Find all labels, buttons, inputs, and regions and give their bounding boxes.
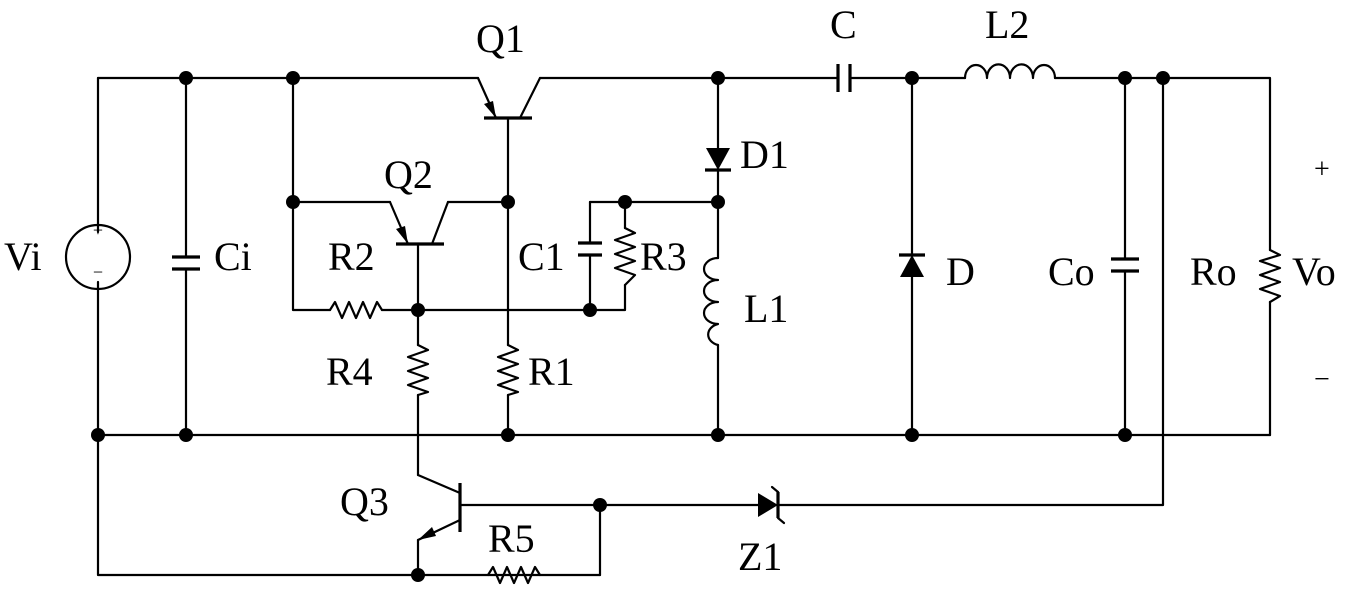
label-l2: L2 [985, 2, 1029, 47]
source-minus-sign: − [93, 262, 103, 282]
label-q3: Q3 [340, 479, 389, 524]
voltage-source-vi: + − [66, 220, 130, 289]
label-d: D [946, 249, 975, 294]
label-z1: Z1 [738, 534, 782, 579]
resistor-ro [1260, 250, 1280, 302]
diode-d [899, 255, 925, 277]
inductor-l1 [704, 258, 718, 345]
label-q2: Q2 [384, 152, 433, 197]
resistor-r2 [330, 302, 382, 318]
label-q1: Q1 [476, 16, 525, 61]
label-r4: R4 [326, 349, 373, 394]
resistor-r4 [408, 345, 428, 395]
resistor-r3 [615, 228, 635, 285]
transistor-q2 [390, 202, 448, 244]
label-co: Co [1048, 249, 1095, 294]
wires [98, 78, 1270, 575]
label-c: C [830, 2, 857, 47]
label-d1: D1 [740, 132, 789, 177]
source-plus-sign: + [93, 220, 103, 240]
output-plus-sign: + [1314, 154, 1330, 185]
label-c1: C1 [518, 234, 565, 279]
label-r5: R5 [488, 516, 535, 561]
capacitor-c [838, 64, 850, 92]
label-r2: R2 [328, 234, 375, 279]
diode-d1 [705, 148, 731, 170]
capacitor-co [1111, 259, 1139, 271]
component-labels: Q1 C L2 D1 Q2 Vi Ci R2 C1 R3 L1 D Co Ro … [4, 2, 1336, 579]
inductor-l2 [965, 64, 1055, 78]
label-l1: L1 [744, 286, 788, 331]
label-r1: R1 [528, 349, 575, 394]
transistor-q1 [478, 78, 540, 118]
resistor-r1 [498, 345, 518, 395]
label-vo: Vo [1292, 249, 1336, 294]
label-ro: Ro [1190, 249, 1237, 294]
label-r3: R3 [640, 234, 687, 279]
output-minus-sign: − [1314, 364, 1330, 395]
label-ci: Ci [214, 234, 252, 279]
capacitor-c1 [578, 243, 602, 255]
transistor-q3 [418, 475, 460, 540]
label-vi: Vi [4, 234, 42, 279]
capacitor-ci [172, 257, 200, 269]
